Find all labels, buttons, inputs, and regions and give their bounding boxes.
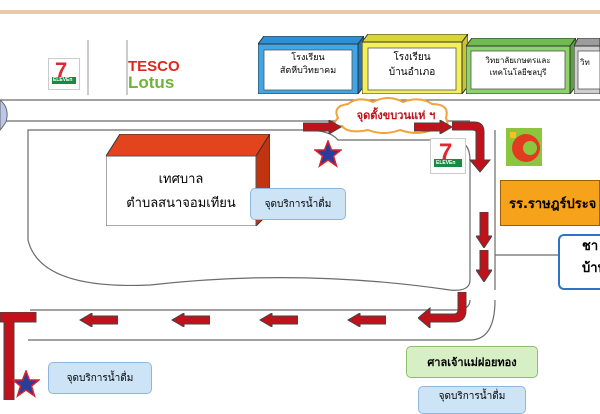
school2-label: โรงเรียน บ้านอำเภอ xyxy=(368,50,456,80)
route-arrow-down-2 xyxy=(476,250,492,282)
route-arrow-left-4 xyxy=(79,313,118,327)
star-marker-2 xyxy=(12,370,40,398)
store-logo-circle xyxy=(506,128,542,166)
school1-line2: สัตหีบวิทยาคม xyxy=(279,66,337,76)
seven-eleven-mid-sub: ELEVEn xyxy=(436,160,456,166)
route-arrow-turn-down xyxy=(452,121,492,173)
water-point-3: จุดบริการน้ำดื่ม xyxy=(418,386,526,414)
route-arrow-left-3 xyxy=(171,313,210,327)
route-arrow-1 xyxy=(303,120,342,134)
partial-right-building: ชา บ้าน xyxy=(558,234,600,290)
route-arrow-left-1 xyxy=(347,313,386,327)
top-border xyxy=(0,10,600,14)
tesco-text: TESCO xyxy=(128,58,180,75)
seven-eleven-top-sub: ELEVEn xyxy=(53,77,73,83)
route-arrow-2 xyxy=(414,120,453,134)
municipal-line1: เทศบาล xyxy=(158,172,204,187)
seven-eleven-mid-band xyxy=(434,159,462,167)
college-label: วิทยาลัยเกษตรและ เทคโนโลยีชลบุรี xyxy=(470,55,566,79)
school1-building xyxy=(258,36,364,94)
school2-line1: โรงเรียน xyxy=(393,52,431,63)
college-partial-building xyxy=(574,38,600,94)
star-marker-1 xyxy=(314,140,342,168)
water-point-1: จุดบริการน้ำดื่ม xyxy=(250,188,346,220)
school2-building xyxy=(362,34,468,94)
shrine-label: ศาลเจ้าแม่ฝอยทอง xyxy=(406,346,538,378)
municipal-line2: ตำบลสนาจอมเทียน xyxy=(126,196,236,211)
college-line2: เทคโนโลยีชลบุรี xyxy=(489,68,547,77)
school1-label: โรงเรียน สัตหีบวิทยาคม xyxy=(264,52,352,78)
lotus-text: Lotus xyxy=(128,73,175,92)
road-lower-outer-edge xyxy=(28,299,496,341)
school1-line1: โรงเรียน xyxy=(291,53,325,63)
block-outline xyxy=(27,129,471,291)
road-lower-edge xyxy=(30,299,471,311)
route-arrow-down-1 xyxy=(476,212,492,248)
seven-eleven-top-band xyxy=(52,77,76,84)
tesco-lotus-logo: TESCO Lotus xyxy=(128,58,190,96)
parade-start-callout: จุดตั้งขบวนแห่ ฯ xyxy=(356,109,436,122)
college-partial-label: วิท xyxy=(580,58,590,67)
school2-line2: บ้านอำเภอ xyxy=(388,67,436,78)
school-ratsadon: รร.ราษฎร์ประจ xyxy=(500,180,600,226)
water-point-2: จุดบริการน้ำดื่ม xyxy=(48,362,152,394)
college-line1: วิทยาลัยเกษตรและ xyxy=(485,56,551,65)
partial-right-line1: ชา xyxy=(582,239,599,254)
seven-eleven-top-logo: 7 ELEVEn xyxy=(48,58,80,90)
route-arrow-end xyxy=(0,312,37,400)
route-arrow-turn-left xyxy=(418,292,467,328)
seven-eleven-top-number: 7 xyxy=(55,58,68,83)
partial-right-line2: บ้าน xyxy=(582,261,600,276)
left-blue-area xyxy=(0,99,8,131)
route-arrow-left-2 xyxy=(259,313,298,327)
seven-eleven-mid-logo: 7 ELEVEn xyxy=(430,138,466,174)
municipal-label: เทศบาล ตำบลสนาจอมเทียน xyxy=(108,168,254,216)
